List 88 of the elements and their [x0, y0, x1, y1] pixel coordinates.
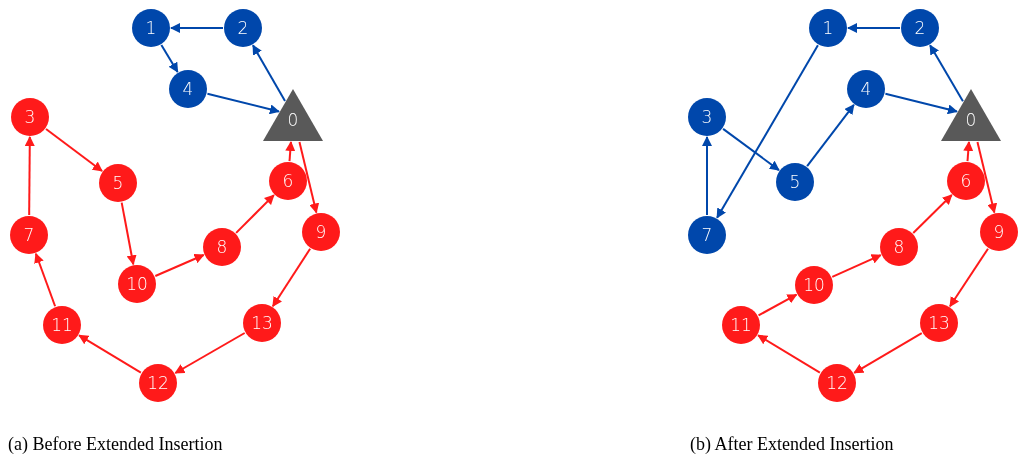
- arrow: [806, 103, 855, 168]
- node-number: 2: [914, 18, 926, 38]
- arrow: [949, 247, 989, 308]
- circle-node: [688, 216, 726, 254]
- circle-node: [920, 304, 958, 342]
- triangle-node: [263, 89, 323, 141]
- node-number: 10: [803, 275, 825, 295]
- node-number: 4: [182, 79, 194, 99]
- circle-node: [980, 213, 1018, 251]
- circle-node: [169, 70, 207, 108]
- arrow: [78, 334, 142, 374]
- arrow: [235, 194, 275, 234]
- circle-node: [688, 98, 726, 136]
- node-number: 11: [730, 315, 752, 335]
- circle-node: [132, 9, 170, 47]
- arrow: [154, 254, 205, 277]
- circle-node: [818, 364, 856, 402]
- panel-caption: (a) Before Extended Insertion: [8, 434, 223, 455]
- node-number: 12: [147, 373, 169, 393]
- node-number: 1: [822, 18, 834, 38]
- arrow: [174, 332, 246, 374]
- node-number: 9: [993, 222, 1005, 242]
- arrow: [884, 92, 958, 115]
- node-number: 12: [826, 373, 848, 393]
- node-number: 6: [960, 171, 972, 191]
- node-number: 3: [24, 107, 36, 127]
- node-number: 0: [287, 110, 299, 130]
- arrow: [24, 136, 35, 216]
- node-number: 13: [928, 313, 950, 333]
- arrow: [963, 141, 974, 163]
- node-number: 7: [23, 225, 35, 245]
- circle-node: [118, 265, 156, 303]
- node-number: 0: [965, 110, 977, 130]
- circle-node: [99, 164, 137, 202]
- circle-node: [43, 306, 81, 344]
- node-number: 3: [701, 107, 713, 127]
- node-number: 5: [112, 173, 124, 193]
- arrow: [976, 140, 998, 214]
- arrow: [34, 252, 57, 308]
- arrow: [160, 44, 179, 73]
- arrow: [847, 23, 901, 33]
- arrow: [251, 44, 286, 103]
- node-number: 10: [126, 274, 148, 294]
- arrow: [716, 44, 819, 219]
- node-number: 1: [145, 18, 157, 38]
- arrow: [757, 293, 798, 317]
- node-number: 9: [315, 222, 327, 242]
- arrow: [929, 44, 964, 103]
- arrow: [853, 332, 923, 374]
- arrow: [912, 194, 953, 234]
- arrow: [757, 334, 821, 374]
- triangle-node: [941, 89, 1001, 141]
- node-number: 6: [282, 171, 294, 191]
- circle-node: [847, 70, 885, 108]
- circle-node: [880, 228, 918, 266]
- circle-node: [302, 213, 340, 251]
- arrow: [298, 140, 320, 214]
- circle-node: [224, 9, 262, 47]
- arrow: [831, 254, 882, 278]
- circle-node: [11, 98, 49, 136]
- arrow: [45, 128, 103, 172]
- arrow: [702, 136, 712, 216]
- circle-node: [243, 304, 281, 342]
- circle-node: [776, 163, 814, 201]
- arrow: [285, 141, 296, 163]
- circle-node: [795, 266, 833, 304]
- node-number: 5: [789, 172, 801, 192]
- arrow: [120, 201, 137, 266]
- node-number: 4: [860, 79, 872, 99]
- arrow: [271, 247, 312, 308]
- node-number: 11: [51, 315, 73, 335]
- circle-node: [947, 162, 985, 200]
- node-number: 7: [701, 225, 713, 245]
- arrow: [722, 127, 780, 172]
- arrow: [170, 23, 224, 33]
- circle-node: [269, 162, 307, 200]
- circle-node: [901, 9, 939, 47]
- arrow: [206, 92, 280, 115]
- node-number: 13: [251, 313, 273, 333]
- node-number: 8: [893, 237, 905, 257]
- circle-node: [10, 216, 48, 254]
- circle-node: [809, 9, 847, 47]
- circle-node: [139, 364, 177, 402]
- circle-node: [722, 306, 760, 344]
- node-number: 2: [237, 18, 249, 38]
- panel-caption: (b) After Extended Insertion: [690, 434, 894, 455]
- node-number: 8: [216, 237, 228, 257]
- circle-node: [203, 228, 241, 266]
